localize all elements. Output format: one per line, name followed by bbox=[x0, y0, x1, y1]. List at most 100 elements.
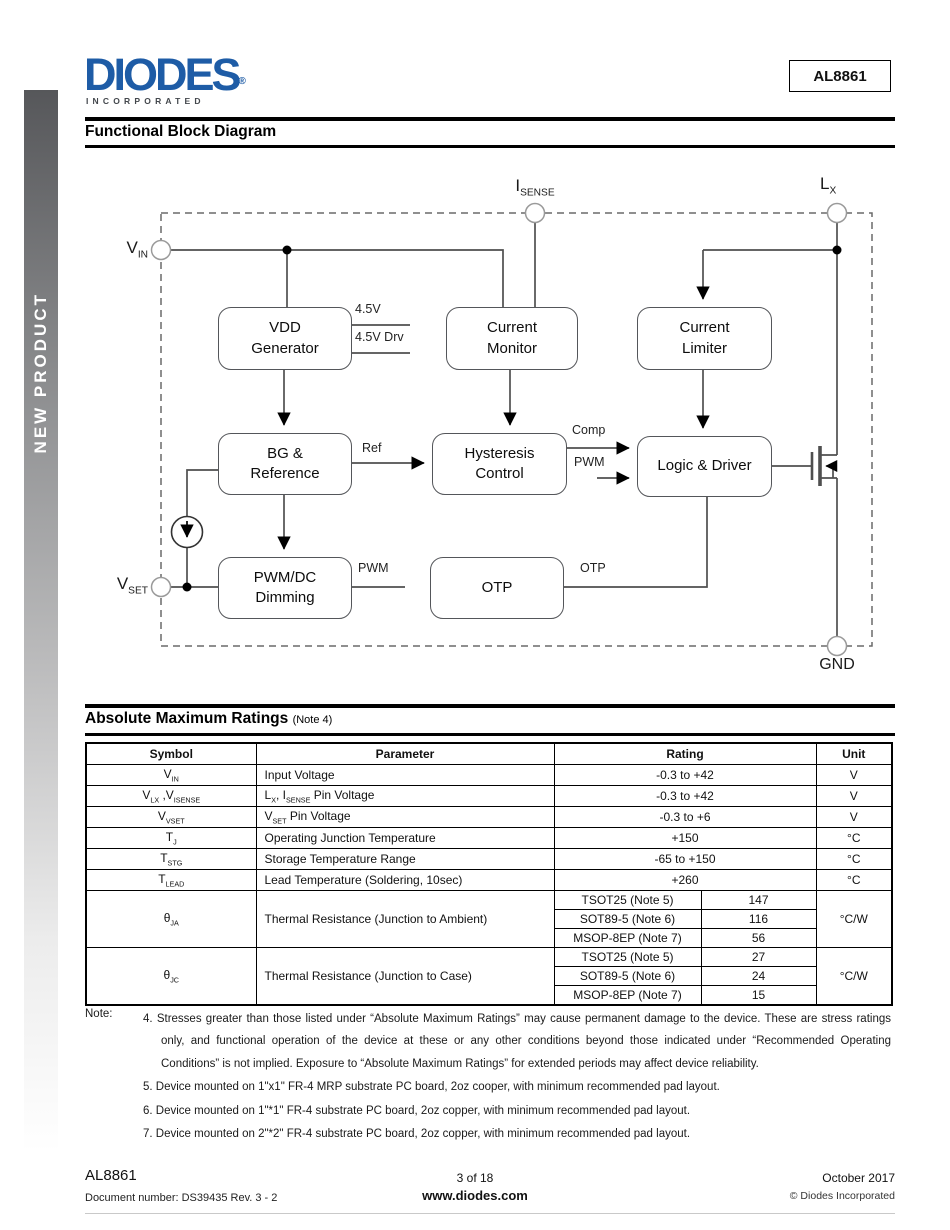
rating-cell: -65 to +150 bbox=[553, 848, 817, 870]
note-number: 4. bbox=[143, 1013, 153, 1025]
note-number: 5. bbox=[143, 1081, 153, 1094]
unit-cell: V bbox=[815, 806, 893, 828]
pin-label-lx: LX bbox=[820, 174, 837, 197]
block-vdd-generator: VDD Generator bbox=[218, 307, 352, 370]
junction-dots bbox=[182, 245, 842, 592]
rating-cell: +150 bbox=[553, 827, 817, 849]
symbol-cell: VVSET bbox=[85, 806, 257, 828]
footer-website[interactable]: www.diodes.com bbox=[422, 1188, 528, 1203]
block-label: OTP bbox=[481, 578, 513, 596]
pin-vin bbox=[150, 239, 172, 261]
wire-label-pwm-out: PWM bbox=[358, 561, 389, 575]
section-title-absolute-maximum-ratings: Absolute Maximum Ratings (Note 4) bbox=[85, 710, 332, 728]
note-item: 7. Device mounted on 2"*2" FR-4 substrat… bbox=[143, 1123, 891, 1145]
value-cell: 147 bbox=[700, 890, 817, 910]
wire-label-4v5-drv: 4.5V Drv bbox=[355, 330, 404, 344]
mosfet-symbol bbox=[810, 446, 838, 486]
block-label: Limiter bbox=[681, 339, 727, 357]
table-row: MSOP-8EP (Note 7) 56 bbox=[86, 928, 892, 948]
package-pins bbox=[150, 202, 848, 657]
unit-cell: °C bbox=[815, 869, 893, 891]
symbol-cell: VIN bbox=[85, 764, 257, 786]
symbol-cell: θJC bbox=[85, 947, 257, 1006]
rating-cell: -0.3 to +6 bbox=[553, 806, 817, 828]
col-header-symbol: Symbol bbox=[85, 742, 257, 765]
notes-label: Note: bbox=[85, 1008, 113, 1020]
wire-label-otp: OTP bbox=[580, 561, 606, 575]
footer-copyright: © Diodes Incorporated bbox=[789, 1190, 895, 1202]
parameter-cell: Storage Temperature Range bbox=[255, 848, 555, 870]
wire-label-comp: Comp bbox=[572, 423, 606, 437]
block-current-monitor: Current Monitor bbox=[446, 307, 578, 370]
pin-label-vin: VIN bbox=[126, 238, 148, 261]
value-cell: 56 bbox=[700, 928, 817, 948]
ratings-table: Symbol Parameter Rating Unit VIN Input V… bbox=[85, 742, 893, 1006]
symbol-cell: VLX ,VISENSE bbox=[85, 785, 257, 807]
note-text: Device mounted on 1"*1" FR-4 substrate P… bbox=[155, 1104, 691, 1117]
ratings-note-ref: (Note 4) bbox=[292, 714, 333, 726]
block-pwm-dc-dimming: PWM/DC Dimming bbox=[218, 557, 352, 619]
note-item: 6. Device mounted on 1"*1" FR-4 substrat… bbox=[143, 1100, 891, 1122]
note-number: 7. bbox=[143, 1128, 153, 1141]
value-cell: 15 bbox=[700, 985, 817, 1006]
note-text: Stresses greater than those listed under… bbox=[156, 1013, 891, 1070]
wires bbox=[171, 222, 838, 637]
parameter-cell: LX, ISENSE Pin Voltage bbox=[255, 785, 555, 807]
current-source-symbol bbox=[170, 515, 204, 549]
note-number: 6. bbox=[143, 1104, 153, 1117]
heading-rule-bottom bbox=[85, 733, 895, 736]
package-cell: MSOP-8EP (Note 7) bbox=[553, 985, 702, 1006]
symbol-cell: TLEAD bbox=[85, 869, 257, 891]
unit-cell: °C/W bbox=[815, 947, 893, 1006]
table-row: TJ Operating Junction Temperature +150 °… bbox=[85, 827, 893, 849]
parameter-cell: Lead Temperature (Soldering, 10sec) bbox=[255, 869, 555, 891]
table-row: TLEAD Lead Temperature (Soldering, 10sec… bbox=[85, 869, 893, 891]
unit-cell: °C/W bbox=[815, 890, 893, 948]
footer-rule bbox=[85, 1213, 895, 1214]
parameter-cell: Input Voltage bbox=[255, 764, 555, 786]
parameter-cell: VSET Pin Voltage bbox=[255, 806, 555, 828]
pin-label-gnd: GND bbox=[819, 656, 855, 673]
footer-part-number: AL8861 bbox=[85, 1167, 137, 1184]
rating-cell: +260 bbox=[553, 869, 817, 891]
col-header-parameter: Parameter bbox=[255, 742, 555, 765]
table-row: VVSET VSET Pin Voltage -0.3 to +6 V bbox=[85, 806, 893, 828]
footer-date: October 2017 bbox=[822, 1171, 895, 1185]
note-item: 4. Stresses greater than those listed un… bbox=[143, 1008, 891, 1075]
block-label: Dimming bbox=[255, 589, 315, 606]
block-hysteresis-control: Hysteresis Control bbox=[432, 433, 567, 495]
pin-label-isense: ISENSE bbox=[515, 176, 555, 199]
logo-incorporated-text: INCORPORATED bbox=[86, 96, 205, 106]
diodes-logo: DIODES® bbox=[84, 52, 246, 97]
table-row: TSTG Storage Temperature Range -65 to +1… bbox=[85, 848, 893, 870]
pin-gnd bbox=[826, 635, 848, 657]
block-label: Current bbox=[486, 319, 538, 337]
package-cell: TSOT25 (Note 5) bbox=[553, 890, 702, 910]
registered-mark: ® bbox=[238, 76, 246, 87]
unit-cell: °C bbox=[815, 848, 893, 870]
note-text: Device mounted on 1"x1" FR-4 MRP substra… bbox=[155, 1081, 720, 1094]
pin-lx bbox=[826, 202, 848, 224]
block-logic-driver: Logic & Driver bbox=[637, 436, 772, 497]
pin-vset bbox=[150, 576, 172, 598]
part-number-box: AL8861 bbox=[789, 60, 891, 92]
value-cell: 24 bbox=[700, 966, 817, 986]
rating-cell: -0.3 to +42 bbox=[553, 764, 817, 786]
wire-label-pwm-in: PWM bbox=[574, 455, 605, 469]
block-label: BG & bbox=[267, 444, 303, 462]
note-item: 5. Device mounted on 1"x1" FR-4 MRP subs… bbox=[143, 1076, 891, 1098]
block-label: Hysteresis bbox=[464, 444, 535, 462]
col-header-rating: Rating bbox=[553, 742, 817, 765]
ratings-table-wrap: Symbol Parameter Rating Unit VIN Input V… bbox=[85, 742, 893, 1006]
table-row: SOT89-5 (Note 6) 116 bbox=[86, 909, 892, 929]
value-cell: 27 bbox=[700, 947, 817, 967]
section-title-functional-block-diagram: Functional Block Diagram bbox=[85, 123, 277, 140]
heading-rule-top bbox=[85, 117, 895, 121]
table-row-thermal-ja: θJA Thermal Resistance (Junction to Ambi… bbox=[85, 890, 893, 948]
note-text: Device mounted on 2"*2" FR-4 substrate P… bbox=[155, 1128, 691, 1141]
heading-rule-top bbox=[85, 704, 895, 708]
pin-isense bbox=[524, 202, 546, 224]
ratings-title-text: Absolute Maximum Ratings bbox=[85, 710, 289, 727]
parameter-cell: Thermal Resistance (Junction to Ambient) bbox=[255, 890, 555, 948]
block-otp: OTP bbox=[430, 557, 564, 619]
